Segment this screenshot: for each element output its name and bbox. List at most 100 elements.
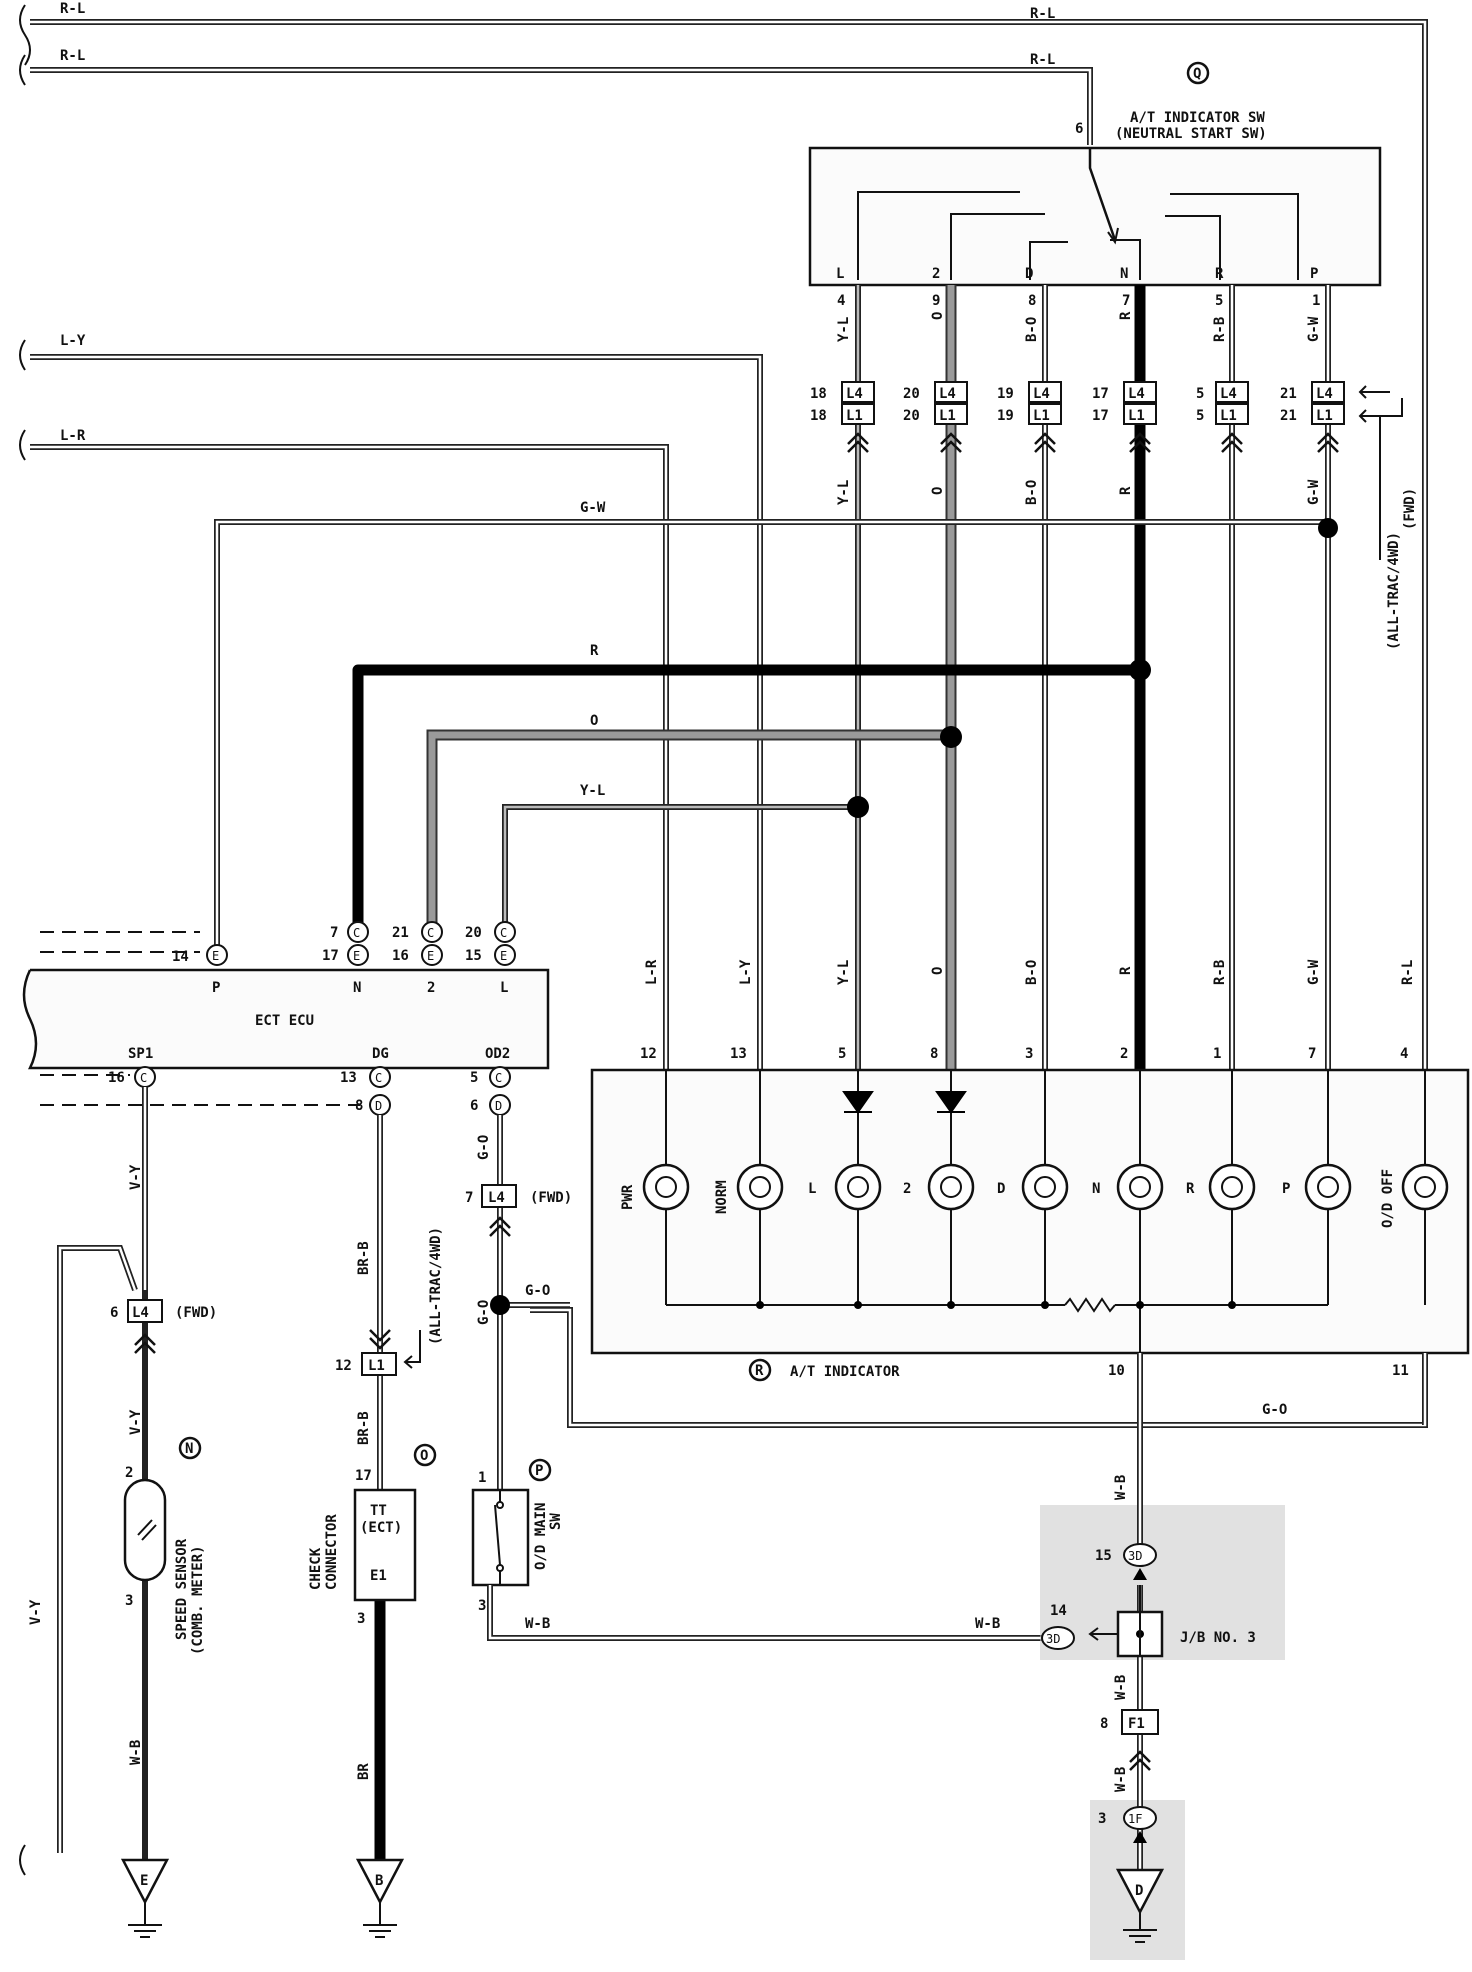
ref-q-icon (1186, 61, 1210, 85)
label: 5 (470, 1070, 478, 1086)
label: E (500, 949, 507, 963)
label: (ECT) (360, 1520, 402, 1536)
label: BR-B (356, 1241, 372, 1275)
label: L-R (60, 428, 86, 444)
label: 6 (1075, 121, 1083, 137)
label: 1 (1312, 293, 1320, 309)
label: W-B (975, 1616, 1000, 1632)
jb-title: J/B NO. 3 (1180, 1630, 1256, 1646)
label: O (930, 967, 946, 975)
label: DG (372, 1046, 389, 1062)
label: O (930, 487, 946, 495)
label: R (755, 1363, 764, 1379)
label: R-B (1212, 317, 1228, 342)
label: E (140, 1873, 148, 1889)
at-indicator: 12 13 5 8 3 2 1 7 4 PWR NORM L 2 D (590, 1046, 1470, 1425)
label: 16 (392, 948, 409, 964)
wire-label-rl-4: R-L (1030, 52, 1055, 68)
label: 3 (1098, 1811, 1106, 1827)
ecu-pin-2: C 21 E 16 2 (392, 921, 443, 996)
label: L4 (488, 1190, 505, 1206)
allttrac-note: (ALL-TRAC/4WD) (1386, 532, 1402, 650)
label: 15 (465, 948, 482, 964)
label: R-B (1212, 960, 1228, 985)
fwd-note: (FWD) (1402, 488, 1418, 530)
label: R-L (1400, 960, 1416, 985)
label: E (212, 949, 219, 963)
label: R (1118, 486, 1134, 495)
label: G-O (1262, 1402, 1287, 1418)
label: 19 (997, 386, 1014, 402)
label: (FWD) (175, 1305, 217, 1321)
label: D (997, 1181, 1005, 1197)
label: 8 (1028, 293, 1036, 309)
label: PWR (620, 1184, 636, 1210)
ecu-title: ECT ECU (255, 1013, 314, 1029)
indicator-title: A/T INDICATOR (790, 1364, 900, 1380)
ecu-pin-od2: OD2 C 5 D 6 (470, 1046, 511, 1116)
ecu-pin-p: E 14 P (172, 944, 228, 996)
label: 6 (110, 1305, 118, 1321)
label: 8 (355, 1098, 363, 1114)
label: C (353, 926, 360, 940)
label: OD2 (485, 1046, 510, 1062)
ecu-pin-l: C 20 E 15 L (465, 921, 516, 996)
label: O (590, 713, 598, 729)
od-main-switch: G-O G-O G-O L4 7 (FWD) 1 3 P O/D MAIN SW… (465, 1115, 1055, 1641)
label: 1 (478, 1470, 486, 1486)
label: D (375, 1099, 382, 1113)
label: W-B (128, 1740, 144, 1765)
label: B (375, 1873, 383, 1889)
label: 6 (470, 1098, 478, 1114)
label: P (212, 980, 220, 996)
ref-p-icon (528, 1458, 552, 1482)
label: O/D MAIN (533, 1503, 549, 1570)
lamp-pwr: PWR (620, 1163, 690, 1211)
label: E (353, 949, 360, 963)
label: G-O (476, 1135, 492, 1160)
label: D (1025, 266, 1033, 282)
label: 17 (355, 1468, 372, 1484)
ect-ecu: ECT ECU E 14 P C 7 E 17 N C 21 E 16 2 (22, 921, 550, 1116)
label: 17 (1092, 408, 1109, 424)
label: L-R (644, 959, 660, 985)
label: 2 (125, 1465, 133, 1481)
label: 15 (1095, 1548, 1112, 1564)
label: C (427, 926, 434, 940)
label: C (495, 1071, 502, 1085)
at-indicator-switch: Q A/T INDICATOR SW (NEUTRAL START SW) 6 … (808, 61, 1382, 309)
lamp-2: 2 (903, 1163, 975, 1211)
label: 1F (1128, 1812, 1142, 1826)
label: 2 (1120, 1046, 1128, 1062)
label: V-Y (28, 1599, 44, 1625)
label: L1 (1220, 408, 1237, 424)
label: 5 (1196, 408, 1204, 424)
label: 5 (838, 1046, 846, 1062)
label: (COMB. METER) (190, 1545, 206, 1655)
switch-subtitle: (NEUTRAL START SW) (1115, 126, 1267, 142)
label: N (353, 980, 361, 996)
label: C (500, 926, 507, 940)
label: R (590, 643, 599, 659)
label: 7 (330, 925, 338, 941)
speed-sensor: V-Y V-Y V-Y L4 6 (FWD) 2 3 N SPEED SENSO… (19, 1087, 217, 1938)
label: 21 (1280, 386, 1297, 402)
label: B-O (1024, 960, 1040, 985)
label: N (185, 1441, 193, 1457)
label: 16 (108, 1070, 125, 1086)
label: Y-L (580, 783, 605, 799)
label: V-Y (128, 1409, 144, 1435)
label: L4 (1128, 386, 1145, 402)
label: 7 (465, 1190, 473, 1206)
label: CONNECTOR (324, 1514, 340, 1590)
label: 19 (997, 408, 1014, 424)
label: C (375, 1071, 382, 1085)
label: SP1 (128, 1046, 153, 1062)
label: L-Y (60, 333, 86, 349)
ref-n-icon (178, 1436, 202, 1460)
label: 10 (1108, 1363, 1125, 1379)
label: 7 (1308, 1046, 1316, 1062)
label: NORM (714, 1180, 730, 1214)
label: 3D (1046, 1632, 1060, 1646)
label: R (1118, 311, 1134, 320)
